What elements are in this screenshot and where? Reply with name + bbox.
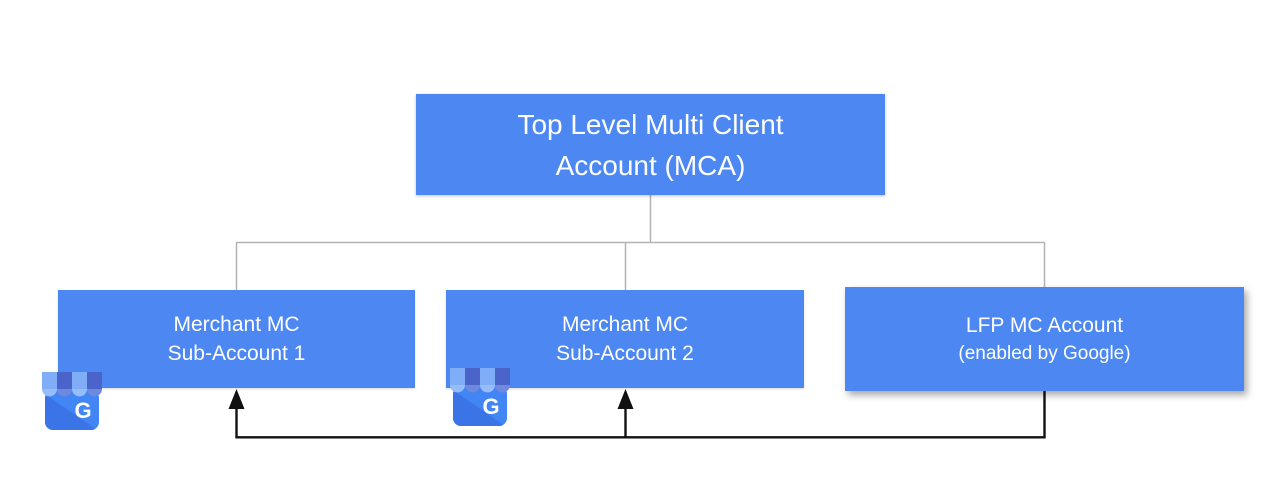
mca-node: Top Level Multi Client Account (MCA) xyxy=(416,94,885,195)
mca-label-line1: Top Level Multi Client xyxy=(517,108,784,140)
google-business-icon: G xyxy=(42,372,102,430)
storefront-shade xyxy=(453,390,505,426)
sub1-label-line1: Merchant MC xyxy=(173,313,300,336)
sub-account-1-node: Merchant MC Sub-Account 1 xyxy=(58,290,415,388)
lfp-account-node: LFP MC Account (enabled by Google) xyxy=(845,287,1244,391)
google-g-glyph: G xyxy=(74,398,91,423)
sub1-label-line2: Sub-Account 1 xyxy=(167,342,306,365)
mca-label-line2: Account (MCA) xyxy=(555,149,746,181)
google-business-icon: G xyxy=(450,368,510,426)
storefront-shade xyxy=(45,394,97,430)
sub2-label-line2: Sub-Account 2 xyxy=(556,342,694,365)
lfp-label-line2: (enabled by Google) xyxy=(958,343,1131,364)
arrow-path-main xyxy=(235,391,1046,439)
storefront-awning xyxy=(450,368,510,393)
arrowhead-sub1 xyxy=(228,389,245,409)
lfp-feedback-arrows xyxy=(235,391,1046,439)
arrowhead-sub2 xyxy=(617,389,634,409)
lfp-label-line1: LFP MC Account xyxy=(965,314,1124,337)
google-g-glyph: G xyxy=(482,394,499,419)
arrowheads xyxy=(228,389,634,409)
sub2-label-line1: Merchant MC xyxy=(561,313,689,336)
storefront-awning xyxy=(42,372,102,397)
tree-connectors xyxy=(235,195,1046,290)
